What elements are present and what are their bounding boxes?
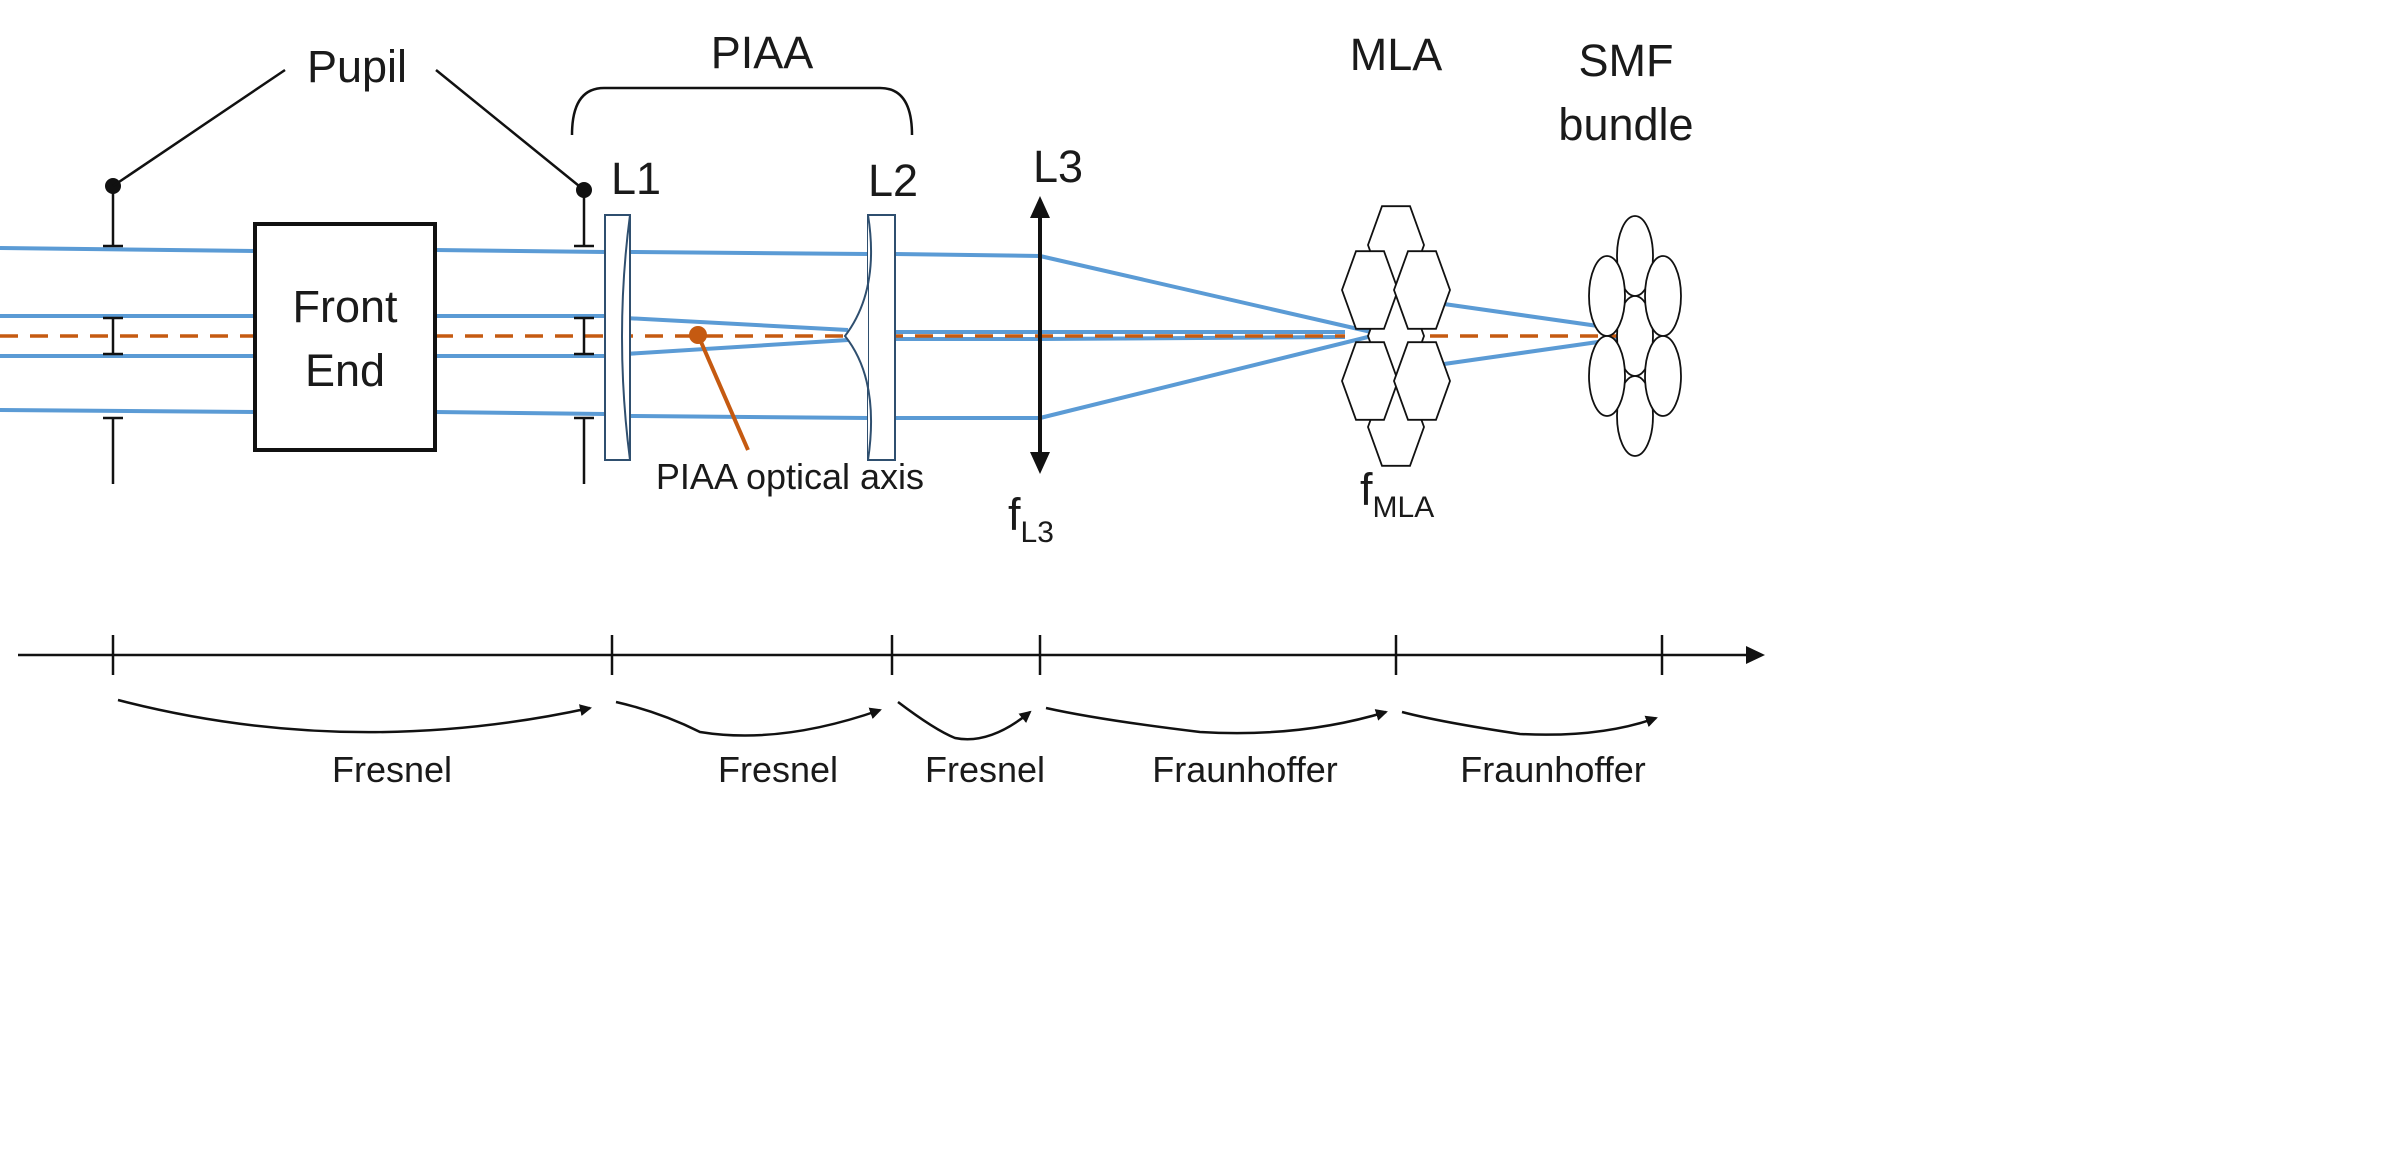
optical-axis-pointer (696, 334, 750, 451)
beam-piaa-outer-top (629, 250, 869, 256)
l2-label: L2 (868, 155, 918, 206)
beam-outer-bottom-mid (434, 410, 606, 416)
fiber-core (1588, 255, 1626, 337)
fiber-core (1644, 335, 1682, 417)
f-l3-main: f (1008, 489, 1021, 540)
pupil-markers (103, 68, 594, 484)
lens-l3-arrow-top (1030, 196, 1050, 218)
piaa-group-brace (570, 86, 914, 136)
f-l3-sub: L3 (1021, 516, 1054, 549)
arc-fresnel-1 (117, 698, 592, 734)
beam-l3-focus-bottom (1039, 332, 1381, 420)
beam-piaa-inner-bottom (624, 338, 849, 356)
fiber-core (1616, 375, 1654, 457)
mla-hex-cell (1393, 341, 1451, 421)
fiber-core (1588, 335, 1626, 417)
beam-l3-center-b (1039, 335, 1346, 341)
f-mla-label: fMLA (1360, 464, 1434, 524)
beam-outer-bottom-left (0, 408, 256, 414)
beam-outer-top-left (0, 246, 256, 253)
lens-l1-aspheric-surface (621, 214, 631, 461)
beam-l3-focus-top (1039, 254, 1381, 336)
propagation-label-fraunhoffer-1: Fraunhoffer (1152, 749, 1337, 790)
l1-label: L1 (611, 153, 661, 204)
front-end-box (253, 222, 437, 452)
arc-fraunhoffer-2 (1401, 710, 1658, 736)
pupil-label: Pupil (307, 41, 407, 92)
propagation-label-fresnel-3: Fresnel (925, 749, 1045, 790)
piaa-optical-axis-label: PIAA optical axis (656, 456, 924, 497)
smf-bundle (1588, 215, 1682, 457)
propagation-axis (18, 635, 1765, 675)
lens-l2-aspheric-surface (843, 214, 873, 461)
smf-label-line1: SMF (1579, 35, 1674, 86)
front-end-label-line1: Front (292, 281, 398, 332)
propagation-axis-arrowhead (1746, 646, 1765, 664)
f-l3-label: fL3 (1008, 489, 1054, 549)
l3-label: L3 (1033, 141, 1083, 192)
mla-cells (1341, 205, 1451, 467)
arc-fraunhoffer-1 (1045, 706, 1388, 735)
smf-label-line2: bundle (1558, 99, 1693, 150)
arc-fresnel-3 (897, 701, 1032, 741)
lens-l3-arrow-bottom (1030, 452, 1050, 474)
beam-l2-l3-top (894, 252, 1041, 258)
propagation-label-fresnel-1: Fresnel (332, 749, 452, 790)
pupil-leader-left (112, 68, 286, 188)
beam-piaa-outer-bottom (629, 414, 869, 420)
piaa-group-label: PIAA (711, 27, 814, 78)
propagation-arcs (117, 698, 1658, 741)
f-mla-sub: MLA (1373, 491, 1435, 524)
front-end-label-line2: End (305, 345, 385, 396)
optical-axis-pointer-dot (689, 326, 707, 344)
propagation-label-fraunhoffer-2: Fraunhoffer (1460, 749, 1645, 790)
mla-hex-cell (1393, 250, 1451, 330)
propagation-label-fresnel-2: Fresnel (718, 749, 838, 790)
beam-piaa-inner-top (624, 316, 849, 332)
beam-outer-top-mid (434, 248, 606, 254)
fiber-core (1644, 255, 1682, 337)
f-mla-main: f (1360, 464, 1373, 515)
mla-label: MLA (1350, 29, 1443, 80)
pupil-leader-right (435, 69, 585, 191)
arc-fresnel-2 (615, 700, 882, 737)
